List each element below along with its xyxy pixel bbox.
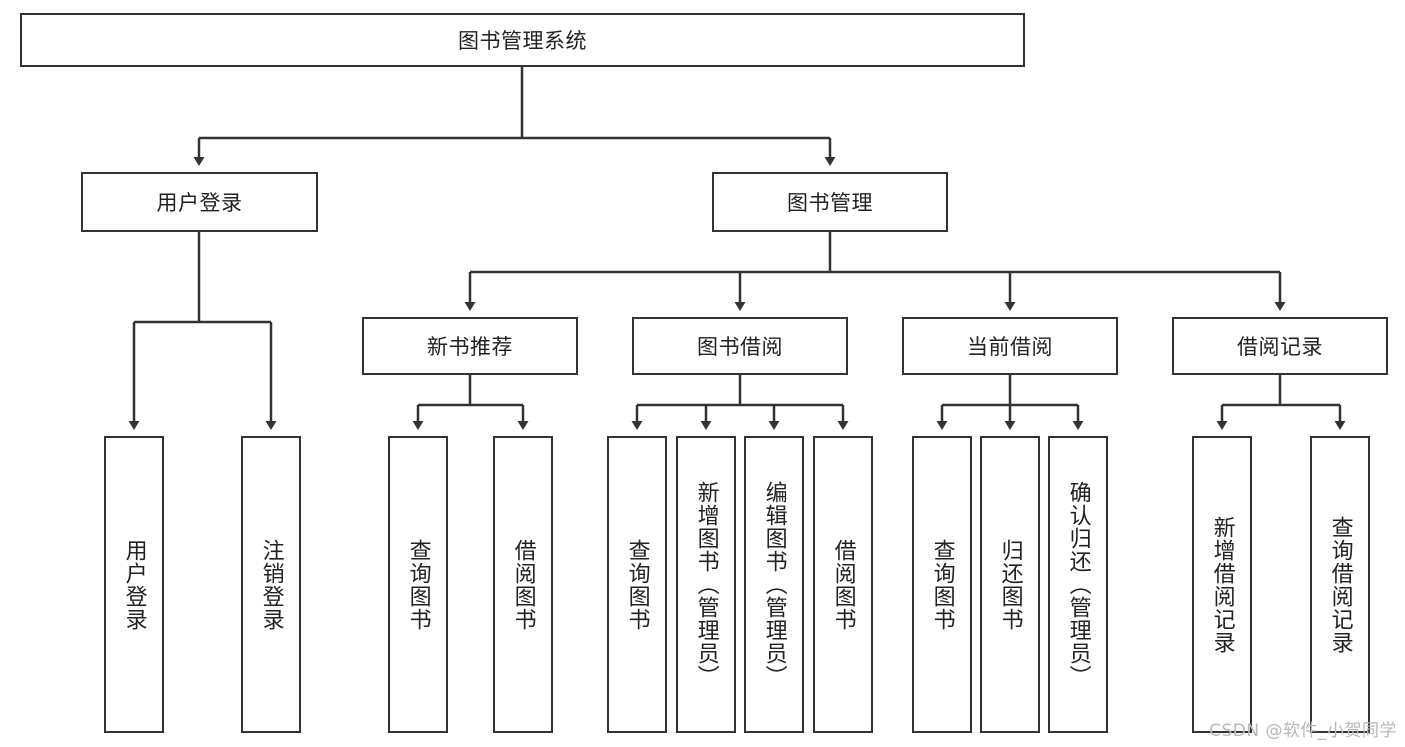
node-label: 图书管理 [787, 191, 873, 215]
node-label: 图书管理系统 [458, 29, 587, 53]
leaf-book-borrow-edit-book-admin[interactable]: 编辑图书（管理员） [744, 436, 804, 733]
node-label: 用户登录 [156, 191, 243, 215]
node-label: 查询图书 [405, 538, 431, 631]
node-label: 新书推荐 [427, 335, 513, 359]
node-label: 借阅图书 [830, 538, 856, 631]
node-label: 查询借阅记录 [1327, 515, 1353, 654]
node-book-management[interactable]: 图书管理 [712, 172, 948, 232]
node-label: 查询图书 [929, 538, 955, 631]
node-label: 确认归还（管理员） [1065, 481, 1091, 688]
node-book-borrow[interactable]: 图书借阅 [632, 317, 848, 375]
node-label: 编辑图书（管理员） [761, 481, 787, 688]
node-label: 新增借阅记录 [1209, 515, 1235, 654]
node-label: 新增图书（管理员） [693, 481, 719, 688]
leaf-borrow-record-add-record[interactable]: 新增借阅记录 [1192, 436, 1252, 733]
leaf-current-borrow-confirm-return-admin[interactable]: 确认归还（管理员） [1048, 436, 1108, 733]
node-root-book-management-system[interactable]: 图书管理系统 [20, 13, 1025, 67]
node-label: 归还图书 [997, 538, 1023, 631]
leaf-book-borrow-query-book[interactable]: 查询图书 [607, 436, 667, 733]
csdn-watermark: CSDN @软件_小贺同学 [1209, 721, 1397, 741]
leaf-borrow-record-query-record[interactable]: 查询借阅记录 [1310, 436, 1370, 733]
node-label: 图书借阅 [697, 335, 783, 359]
leaf-book-borrow-add-book-admin[interactable]: 新增图书（管理员） [676, 436, 736, 733]
leaf-current-borrow-return-book[interactable]: 归还图书 [980, 436, 1040, 733]
node-label: 查询图书 [624, 538, 650, 631]
node-new-book-recommend[interactable]: 新书推荐 [362, 317, 578, 375]
node-current-borrow[interactable]: 当前借阅 [902, 317, 1118, 375]
leaf-new-book-borrow-book[interactable]: 借阅图书 [493, 436, 553, 733]
leaf-user-login-login[interactable]: 用户登录 [104, 436, 164, 733]
node-label: 借阅图书 [510, 538, 536, 631]
leaf-book-borrow-borrow-book[interactable]: 借阅图书 [813, 436, 873, 733]
leaf-current-borrow-query-book[interactable]: 查询图书 [912, 436, 972, 733]
node-label: 用户登录 [121, 538, 147, 631]
leaf-user-login-logout[interactable]: 注销登录 [241, 436, 301, 733]
node-borrow-record[interactable]: 借阅记录 [1172, 317, 1388, 375]
node-label: 当前借阅 [967, 335, 1053, 359]
leaf-new-book-query-book[interactable]: 查询图书 [388, 436, 448, 733]
node-user-login[interactable]: 用户登录 [81, 172, 318, 232]
node-label: 注销登录 [258, 538, 284, 631]
node-label: 借阅记录 [1237, 335, 1323, 359]
